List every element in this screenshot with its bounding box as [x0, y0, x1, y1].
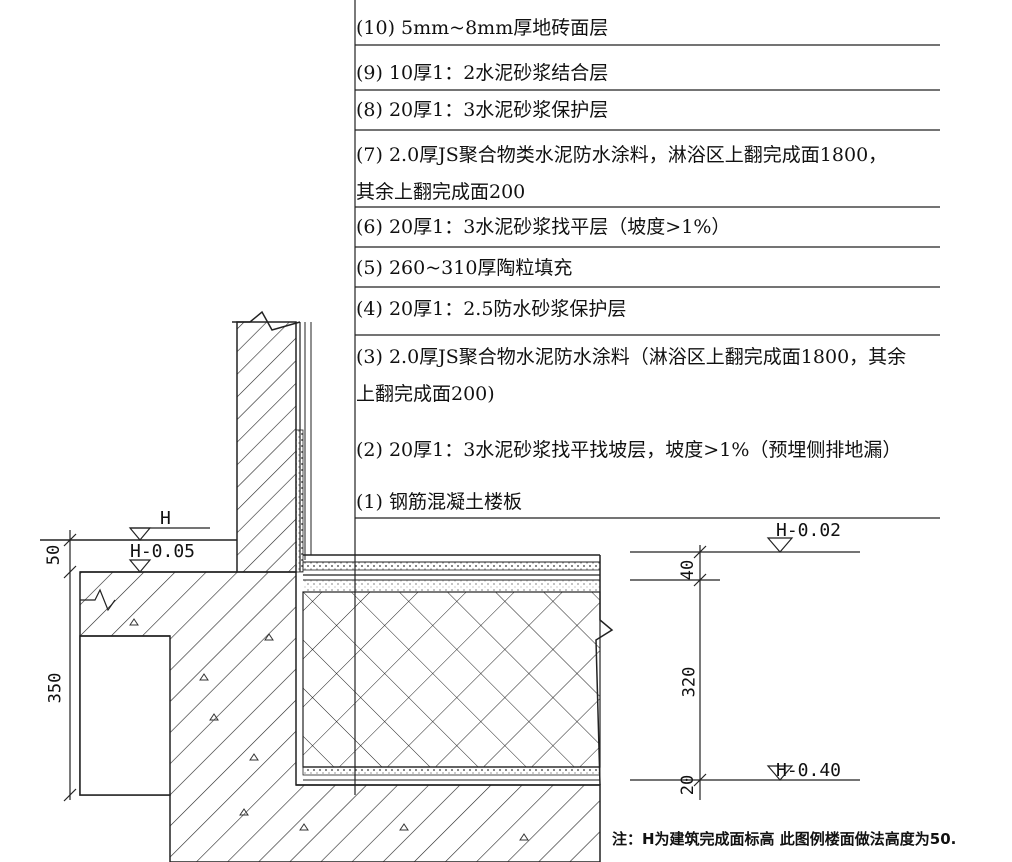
sunken-layers [296, 554, 614, 786]
layer-9-label: (9) 10厚1：2水泥砂浆结合层 [356, 62, 609, 84]
elevation-left-bottom: H-0.05 [130, 541, 196, 562]
elevation-left-top: H [160, 508, 171, 529]
waterproof-upturn [295, 429, 304, 573]
layer-7-label-line1: (7) 2.0厚JS聚合物类水泥防水涂料，淋浴区上翻完成面1800， [356, 144, 888, 166]
aggregate-marks [129, 618, 529, 841]
footnote: 注：H为建筑完成面标高 此图例楼面做法高度为50. [612, 830, 957, 848]
dim-right-b: 320 [679, 666, 700, 698]
left-dimensions [63, 527, 210, 802]
layer-rules [355, 44, 940, 519]
layer-6-label: (6) 20厚1：3水泥砂浆找平层（坡度>1%） [356, 216, 731, 238]
elevation-right-bottom: H-0.40 [776, 760, 842, 781]
layer-7-label-line2: 其余上翻完成面200 [356, 181, 526, 203]
right-dimensions [630, 537, 860, 800]
layer-5-label: (5) 260~310厚陶粒填充 [356, 257, 573, 279]
layer-1-label: (1) 钢筋混凝土楼板 [356, 491, 522, 513]
elevation-right-top: H-0.02 [776, 520, 842, 541]
dim-left-lower: 350 [45, 672, 66, 704]
layer-3-label-line1: (3) 2.0厚JS聚合物水泥防水涂料（淋浴区上翻完成面1800，其余 [356, 346, 907, 368]
slab-void [79, 635, 171, 796]
layer-4-label: (4) 20厚1：2.5防水砂浆保护层 [356, 298, 627, 320]
layer-3-label-line2: 上翻完成面200) [356, 383, 495, 405]
layer-10-label: (10) 5mm~8mm厚地砖面层 [356, 17, 609, 39]
dim-left-upper: 50 [44, 544, 65, 566]
layer-8-label: (8) 20厚1：3水泥砂浆保护层 [356, 99, 609, 121]
layer-2-label: (2) 20厚1：3水泥砂浆找平找坡层，坡度>1%（预埋侧排地漏） [356, 439, 902, 461]
ceramsite-fill [302, 591, 601, 768]
wall [236, 321, 297, 573]
dim-right-a: 40 [678, 559, 699, 581]
dim-right-c: 20 [678, 774, 699, 796]
